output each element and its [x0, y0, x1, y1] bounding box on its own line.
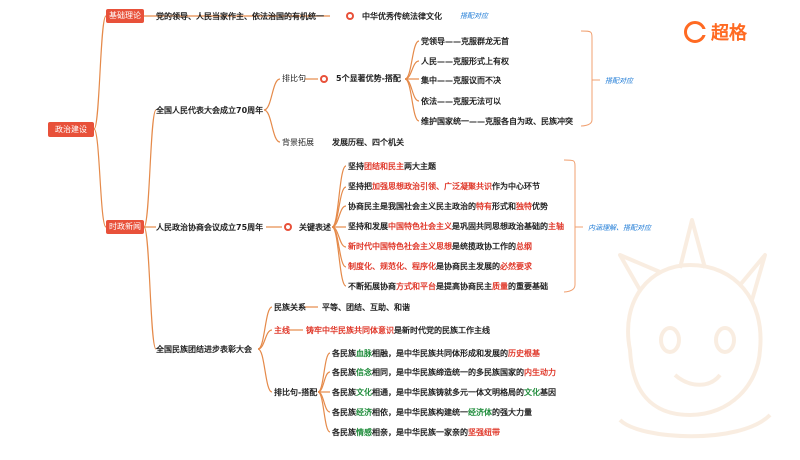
cppcc-note: 内涵理解、搭配对应 — [588, 224, 651, 232]
ethnic-item: 各民族文化相通，是中华民族铸就多元一体文明格局的文化基因 — [332, 388, 556, 397]
logo-icon — [684, 21, 707, 43]
connector-lines — [93, 15, 600, 433]
basic-theory-link: 中华优秀传统法律文化 — [362, 12, 442, 21]
ethnic-relation-text: 平等、团结、互助、和谐 — [322, 303, 410, 312]
npc-item: 维护国家统一——克服各自为政、民族冲突 — [421, 117, 573, 126]
npc-item: 人民——克服形式上有权 — [421, 57, 509, 66]
ethnic-title: 全国民族团结进步表彰大会 — [156, 345, 252, 354]
ethnic-main-label: 主线 — [274, 326, 290, 335]
npc-item: 依法——克服无法可以 — [421, 97, 501, 106]
cppcc-item: 制度化、规范化、程序化是协商民主发展的必然要求 — [348, 262, 532, 271]
npc-parallel-label: 排比句 — [282, 74, 306, 83]
tag-current-news[interactable]: 时政新闻 — [106, 220, 144, 234]
cppcc-key-label: 关键表述 — [299, 223, 331, 232]
ethnic-main-text: 铸牢中华民族共同体意识是新时代党的民族工作主线 — [306, 326, 490, 335]
npc-parallel-desc: 5个显著优势-搭配 — [336, 74, 401, 83]
cppcc-item: 不断拓展协商方式和平台是提高协商民主质量的重要基础 — [348, 282, 548, 291]
ethnic-item: 各民族情感相亲，是中华民族一家亲的坚强纽带 — [332, 428, 500, 437]
unicorn-mascot-icon — [618, 218, 772, 439]
root-node-politics[interactable]: 政治建设 — [48, 122, 94, 137]
npc-item: 党领导——克服群龙无首 — [421, 37, 509, 46]
ethnic-item: 各民族信念相同，是中华民族缔造统一的多民族国家的内生动力 — [332, 368, 556, 377]
cppcc-item: 坚持团结和民主两大主题 — [348, 162, 436, 171]
cppcc-item: 坚持把加强思想政治引领、广泛凝聚共识作为中心环节 — [348, 182, 540, 191]
cppcc-item: 坚持和发展中国特色社会主义是巩固共同思想政治基础的主轴 — [348, 222, 564, 231]
cppcc-title: 人民政治协商会议成立75周年 — [156, 223, 264, 232]
cppcc-item: 协商民主是我国社会主义民主政治的特有形式和独特优势 — [348, 202, 548, 211]
npc-item: 集中——克服议而不决 — [421, 76, 501, 85]
basic-theory-note: 搭配对应 — [460, 12, 488, 20]
ethnic-parallel-label: 排比句-搭配 — [274, 388, 318, 397]
link-arrow-icon — [320, 75, 328, 83]
ethnic-item: 各民族经济相依，是中华民族构建统一经济体的强大力量 — [332, 408, 532, 417]
basic-theory-text: 党的领导、人民当家作主、依法治国的有机统一 — [156, 12, 324, 21]
ethnic-item: 各民族血脉相融，是中华民族共同体形成和发展的历史根基 — [332, 349, 540, 358]
npc-background-text: 发展历程、四个机关 — [332, 138, 404, 147]
logo-text: 超格 — [711, 23, 747, 44]
ethnic-relation-label: 民族关系 — [274, 303, 306, 312]
link-arrow-icon — [346, 12, 354, 20]
tag-basic-theory[interactable]: 基础理论 — [106, 9, 144, 23]
link-arrow-icon — [284, 223, 292, 231]
cppcc-item: 新时代中国特色社会主义思想是统揽政协工作的总纲 — [348, 242, 532, 251]
mindmap: 超格 政治建设 基础理论 党的领导、人民当家作主、依法治国的有机统一 中华优秀传… — [48, 9, 772, 439]
npc-title: 全国人民代表大会成立70周年 — [156, 106, 264, 115]
brand-logo: 超格 — [684, 20, 747, 44]
npc-background-label: 背景拓展 — [282, 138, 314, 147]
npc-note: 搭配对应 — [605, 77, 633, 85]
